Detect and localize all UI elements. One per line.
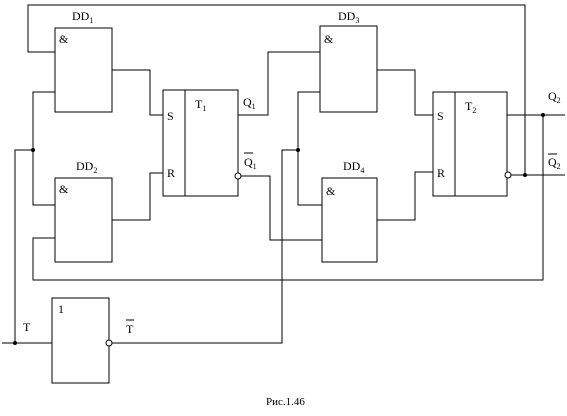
wire-dd1-in2 (32, 91, 55, 206)
wire-dd3-out (377, 69, 433, 116)
gate-body (54, 27, 113, 113)
signal-text: Q1 (244, 155, 257, 171)
wire-dd2-out (112, 172, 163, 221)
flipflop-label: T2 (465, 99, 476, 115)
wires (2, 4, 565, 344)
signal-q1-label: Q1 (243, 95, 256, 111)
gate-symbol: & (324, 32, 334, 46)
wire-dd4-out (377, 171, 433, 221)
flipflop-reset-pin: R (437, 166, 445, 180)
signal-t-label: T (23, 320, 31, 334)
junctions (13, 113, 545, 345)
gate-symbol: 1 (58, 302, 64, 316)
junction-dot (296, 148, 300, 152)
signal-text: T (126, 322, 134, 336)
gate-label: DD4 (343, 159, 364, 175)
inversion-bubble (105, 339, 113, 347)
gate-body (321, 177, 378, 263)
gate-dd1: & DD1 (54, 9, 113, 113)
gate-body (54, 177, 113, 263)
wire-t-branch (14, 149, 33, 343)
flipflop-t2: S R T2 (432, 91, 512, 197)
flipflop-set-pin: S (167, 109, 174, 123)
flipflop-body (432, 91, 508, 197)
inversion-bubble (234, 172, 242, 180)
gate-body (319, 25, 378, 113)
gate-label: DD2 (76, 159, 97, 175)
gate-symbol: & (59, 182, 69, 196)
wire-feedback-top (27, 4, 526, 175)
wire-dd1-out (112, 69, 163, 116)
inversion-bubble (504, 171, 512, 179)
junction-dot (31, 148, 35, 152)
wire-tbar-dd3 (297, 91, 322, 206)
gate-dd2: & DD2 (54, 159, 113, 263)
signal-q2-label: Q2 (548, 89, 561, 105)
signal-text: Q2 (548, 155, 561, 171)
gate-dd3: & DD3 (319, 9, 378, 113)
flipflop-label: T1 (195, 97, 206, 113)
figure-caption: Рис.1.46 (266, 396, 305, 408)
flipflop-body (162, 89, 239, 197)
signal-q1bar-label: Q1 (244, 152, 257, 171)
wire-tbar (112, 149, 298, 344)
gate-dd4: & DD4 (321, 159, 378, 263)
gate-symbol: & (326, 184, 336, 198)
flipflop-reset-pin: R (167, 166, 175, 180)
gate-symbol: & (59, 32, 69, 46)
junction-dot (541, 113, 545, 117)
junction-dot (13, 341, 17, 345)
flipflop-set-pin: S (437, 109, 444, 123)
wire-q1bar (241, 175, 322, 241)
gate-label: DD3 (338, 9, 359, 25)
wire-q1 (238, 51, 320, 116)
wire-feedback-bottom (32, 115, 544, 281)
junction-dot (523, 173, 527, 177)
gate-inverter: 1 (51, 297, 113, 384)
signal-tbar-label: T (126, 319, 134, 336)
signal-q2bar-label: Q2 (548, 153, 561, 171)
gate-label: DD1 (72, 9, 93, 25)
flipflop-t1: S R T1 (162, 89, 242, 197)
